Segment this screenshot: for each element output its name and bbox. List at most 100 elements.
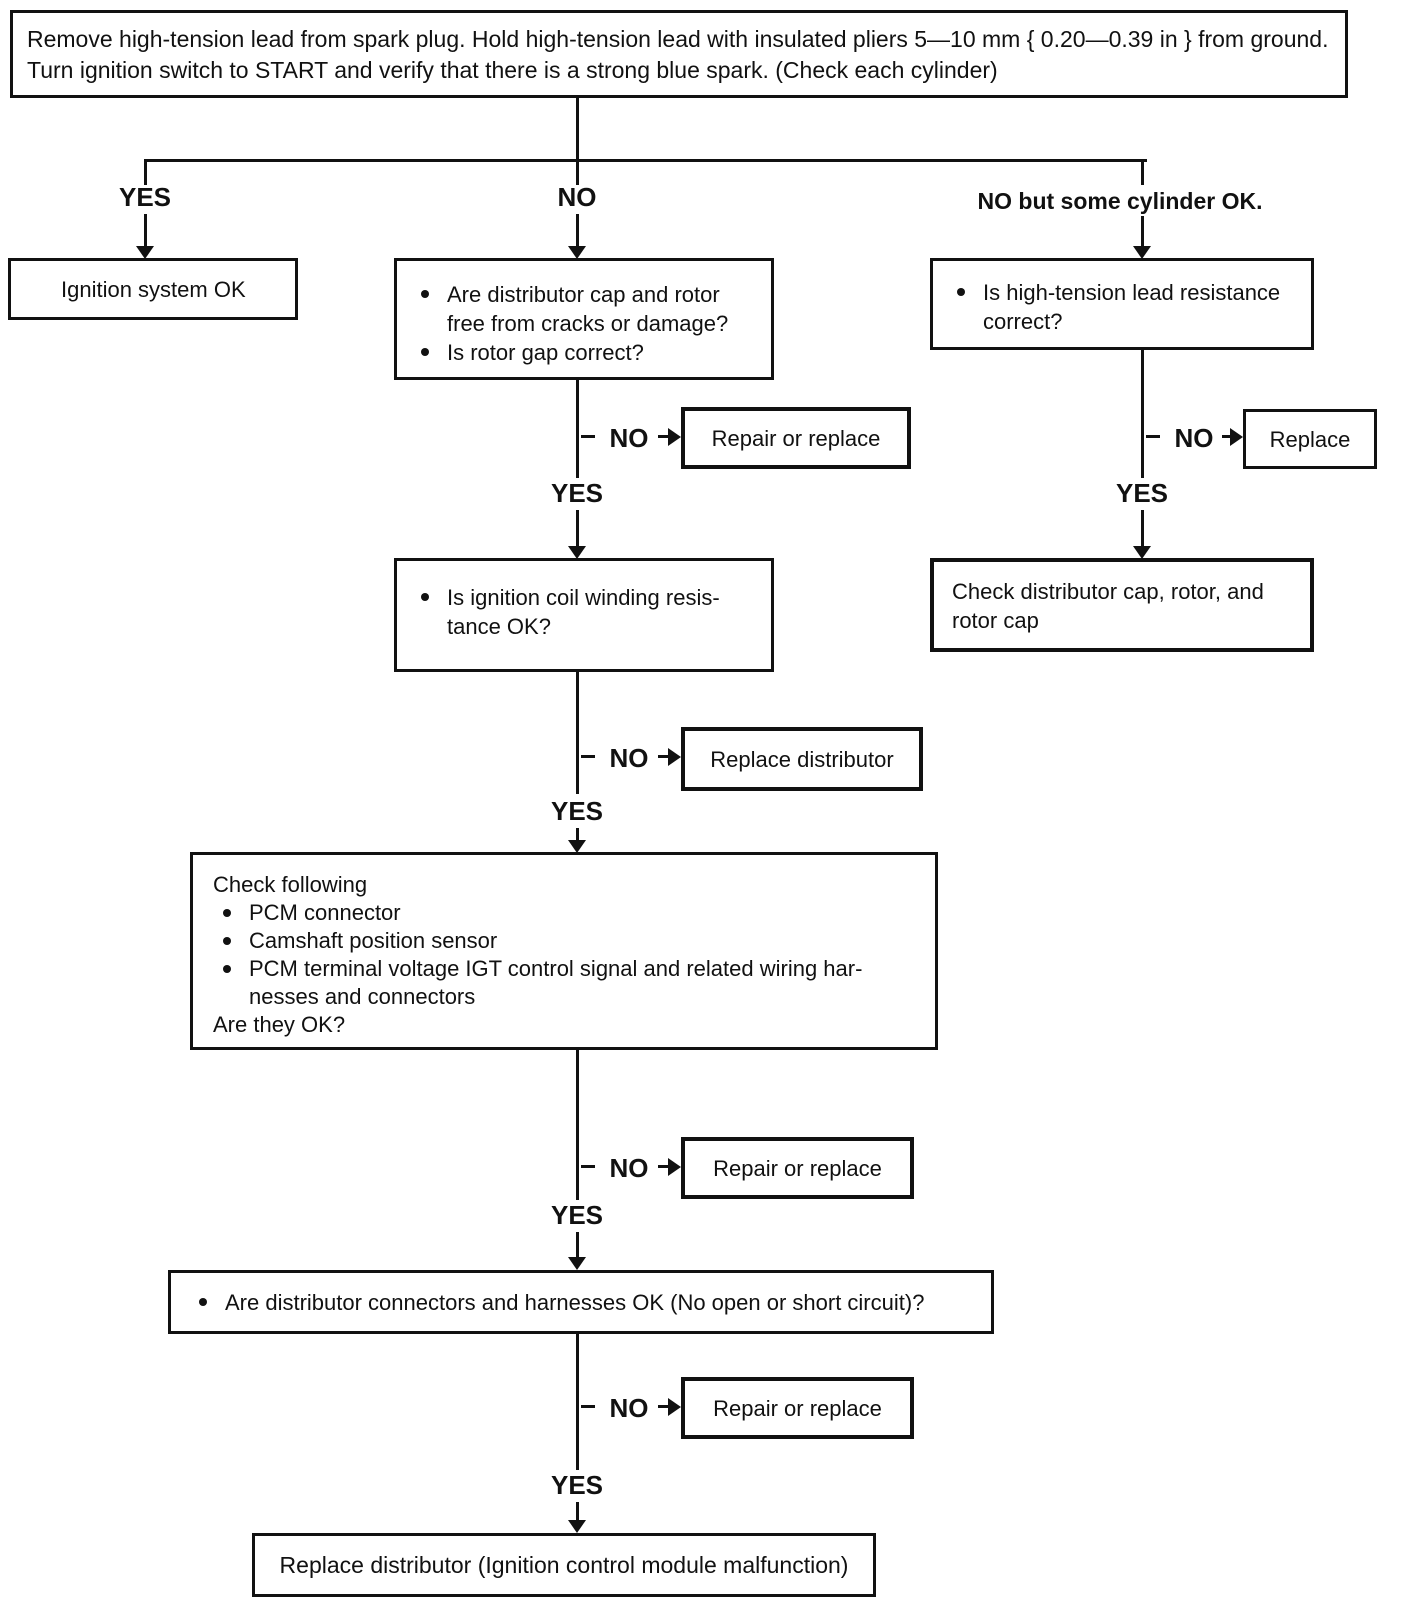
connector-no-stub <box>576 161 579 185</box>
connector-no-arrowline <box>658 1405 670 1408</box>
label-no-6: NO <box>609 1393 649 1423</box>
bullet-icon <box>957 288 965 296</box>
connector-no-arrowline <box>658 755 670 758</box>
connector-stem-top <box>576 96 579 162</box>
label-yes-5: YES <box>550 1200 604 1230</box>
label-no-5: NO <box>609 1153 649 1183</box>
bullet-item: PCM connector <box>223 899 927 927</box>
rotor-gap-line: Is rotor gap correct? <box>447 340 644 365</box>
coil-line2: tance OK? <box>447 614 551 639</box>
bullet-item: Camshaft position sensor <box>223 927 927 955</box>
connector-branch-bar <box>144 159 1147 162</box>
final-replace-distributor-text: Replace distributor (Ignition control mo… <box>279 1551 849 1578</box>
connector-no-tick <box>1146 435 1160 438</box>
connector-yes-drop <box>144 214 147 248</box>
distributor-connectors-text: Are distributor connectors and harnesses… <box>225 1289 925 1315</box>
arrowhead-down-icon <box>1133 246 1151 259</box>
connector-mid-stem <box>576 1050 579 1200</box>
arrowhead-down-icon <box>568 546 586 559</box>
connector-right-stem <box>1141 350 1144 478</box>
check-cap-line2: rotor cap <box>952 608 1039 633</box>
bullet-item: Are distributor cap and rotor free from … <box>421 280 763 338</box>
connector-mid-stem <box>576 672 579 794</box>
label-yes-2: YES <box>550 478 604 508</box>
label-no-4: NO <box>609 743 649 773</box>
start-instruction-line2: Turn ignition switch to START and verify… <box>27 57 998 83</box>
connector-no-tick <box>581 755 595 758</box>
arrowhead-down-icon <box>136 246 154 259</box>
coil-winding-question-box: Is ignition coil winding resis- tance OK… <box>394 558 774 672</box>
ignition-system-ok-box: Ignition system OK <box>8 258 298 320</box>
ignition-system-ok-text: Ignition system OK <box>61 276 246 302</box>
label-no-1: NO <box>557 182 597 212</box>
connector-no-arrowline <box>658 1165 670 1168</box>
connector-right-drop <box>1141 510 1144 546</box>
connector-mid-drop <box>576 510 579 546</box>
start-instruction-box: Remove high-tension lead from spark plug… <box>10 10 1348 98</box>
are-they-ok-text: Are they OK? <box>213 1012 346 1037</box>
connector-nosome-drop <box>1141 216 1144 248</box>
label-no-some-cylinder: NO but some cylinder OK. <box>977 188 1263 214</box>
replace-box: Replace <box>1243 409 1377 469</box>
bullet-icon <box>223 965 231 973</box>
connector-mid-drop <box>576 1502 579 1522</box>
bullet-icon <box>223 937 231 945</box>
bullet-icon <box>421 290 429 298</box>
repair-or-replace-box-1: Repair or replace <box>681 407 911 469</box>
bullet-icon <box>421 348 429 356</box>
arrowhead-right-icon <box>1230 428 1243 446</box>
label-yes-4: YES <box>550 796 604 826</box>
repair-or-replace-text: Repair or replace <box>713 1395 882 1421</box>
arrowhead-right-icon <box>668 1398 681 1416</box>
connector-mid-stem <box>576 1334 579 1470</box>
connector-no-arrowline <box>1222 435 1232 438</box>
label-yes-6: YES <box>550 1470 604 1500</box>
bullet-item: Is high-tension lead resistance correct? <box>957 278 1303 336</box>
connector-no-tick <box>581 1405 595 1408</box>
repair-or-replace-text: Repair or replace <box>711 425 881 451</box>
arrowhead-right-icon <box>668 1158 681 1176</box>
repair-or-replace-text: Repair or replace <box>713 1155 882 1181</box>
arrowhead-right-icon <box>668 428 681 446</box>
bullet-icon <box>421 593 429 601</box>
arrowhead-down-icon <box>1133 546 1151 559</box>
dist-cap-line2: free from cracks or damage? <box>447 311 729 336</box>
label-yes-1: YES <box>118 182 172 212</box>
arrowhead-down-icon <box>568 1520 586 1533</box>
connector-mid-drop <box>576 828 579 842</box>
ht-lead-line1: Is high-tension lead resistance <box>983 280 1281 305</box>
arrowhead-down-icon <box>568 246 586 259</box>
repair-or-replace-box-2: Repair or replace <box>681 1137 914 1199</box>
label-no-2: NO <box>609 423 649 453</box>
pcm-terminal-item-line1: PCM terminal voltage IGT control signal … <box>249 956 863 981</box>
check-following-title: Check following <box>213 872 368 897</box>
connector-no-drop <box>576 214 579 248</box>
check-cap-line1: Check distributor cap, rotor, and <box>952 579 1264 604</box>
connector-mid-stem <box>576 378 579 478</box>
pcm-terminal-item-line2: nesses and connectors <box>249 984 476 1009</box>
distributor-cap-question-box: Are distributor cap and rotor free from … <box>394 258 774 380</box>
label-yes-3: YES <box>1115 478 1169 508</box>
bullet-icon <box>223 909 231 917</box>
connector-nosome-stub <box>1141 161 1144 185</box>
connector-no-tick <box>581 435 595 438</box>
replace-distributor-box: Replace distributor <box>681 727 923 791</box>
connector-no-arrowline <box>658 435 670 438</box>
dist-cap-line1: Are distributor cap and rotor <box>447 282 720 307</box>
distributor-connectors-box: Are distributor connectors and harnesses… <box>168 1270 994 1334</box>
replace-text: Replace <box>1269 426 1351 452</box>
ht-lead-question-box: Is high-tension lead resistance correct? <box>930 258 1314 350</box>
connector-no-tick <box>581 1165 595 1168</box>
check-distributor-cap-box: Check distributor cap, rotor, and rotor … <box>930 558 1314 652</box>
arrowhead-right-icon <box>668 748 681 766</box>
camshaft-sensor-item: Camshaft position sensor <box>249 928 498 953</box>
connector-yes-stub <box>144 161 147 185</box>
bullet-item: PCM terminal voltage IGT control signal … <box>223 955 927 1011</box>
connector-mid-drop <box>576 1232 579 1258</box>
check-following-box: Check following PCM connector Camshaft p… <box>190 852 938 1050</box>
bullet-item: Is ignition coil winding resis- tance OK… <box>421 583 763 641</box>
repair-or-replace-box-3: Repair or replace <box>681 1377 914 1439</box>
coil-line1: Is ignition coil winding resis- <box>447 585 720 610</box>
replace-distributor-text: Replace distributor <box>710 746 894 772</box>
